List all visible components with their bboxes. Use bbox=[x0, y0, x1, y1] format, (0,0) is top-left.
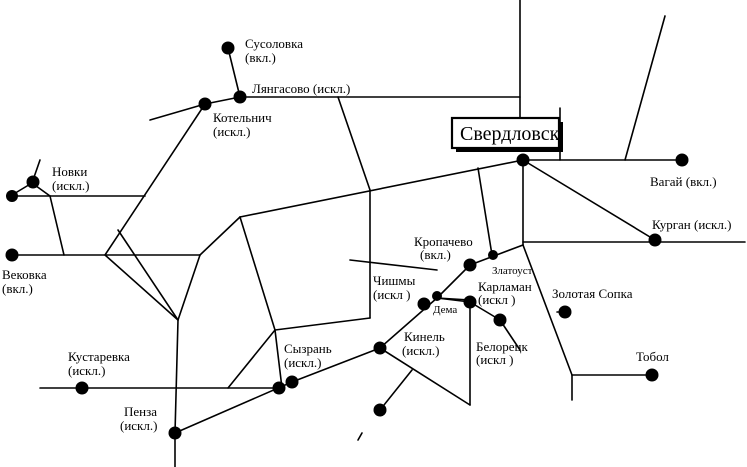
label-kotelnich-note: (искл.) bbox=[213, 124, 250, 139]
label-karlaman: Карламан bbox=[478, 279, 532, 294]
rail-line bbox=[274, 329, 283, 389]
rail-line bbox=[174, 319, 179, 434]
label-kustarevka-note: (искл.) bbox=[68, 363, 105, 378]
station-marker-syzran[interactable] bbox=[285, 375, 299, 389]
label-penza-note: (искл.) bbox=[120, 418, 157, 433]
rail-line bbox=[436, 264, 471, 299]
label-kurgan: Курган (искл.) bbox=[652, 217, 731, 232]
rail-line bbox=[239, 216, 276, 331]
label-chishmy-note: (искл ) bbox=[373, 287, 410, 302]
rail-line bbox=[177, 254, 201, 321]
rail-line bbox=[522, 159, 656, 241]
label-susolovka: Сусоловка bbox=[245, 36, 303, 51]
station-marker-kropachevo[interactable] bbox=[463, 258, 477, 272]
label-lyangasovo: Лянгасово (искл.) bbox=[252, 81, 350, 96]
station-marker-syzran-west[interactable] bbox=[272, 381, 286, 395]
label-beloretsk-note: (искл ) bbox=[476, 352, 513, 367]
label-kotelnich: Котельнич bbox=[213, 110, 272, 125]
label-vekovka-note: (вкл.) bbox=[2, 281, 33, 296]
rail-line bbox=[349, 259, 438, 271]
label-kustarevka: Кустаревка bbox=[68, 349, 130, 364]
station-marker-novki[interactable] bbox=[26, 175, 40, 189]
station-marker-chishmy[interactable] bbox=[417, 297, 431, 311]
label-vagai: Вагай (вкл.) bbox=[650, 174, 717, 189]
rail-line bbox=[199, 216, 241, 256]
label-beloretsk: Белорецк bbox=[476, 339, 528, 354]
station-marker-vagai[interactable] bbox=[675, 153, 689, 167]
station-marker-dema[interactable] bbox=[432, 291, 442, 301]
rail-line bbox=[624, 15, 666, 161]
rail-line bbox=[379, 347, 471, 406]
station-marker-kustarevka[interactable] bbox=[75, 381, 89, 395]
label-kinel-note: (искл.) bbox=[402, 343, 439, 358]
rail-line bbox=[522, 244, 573, 376]
label-novki: Новки bbox=[52, 164, 87, 179]
station-marker-kinel-south[interactable] bbox=[373, 403, 387, 417]
station-marker-beloretsk[interactable] bbox=[493, 313, 507, 327]
label-dema: Дема bbox=[433, 304, 457, 316]
label-chishmy: Чишмы bbox=[373, 273, 416, 288]
label-kinel: Кинель bbox=[404, 329, 445, 344]
station-labels: Сусоловка (вкл.) Лянгасово (искл.) Котел… bbox=[2, 36, 731, 433]
label-zlatoust: Златоуст bbox=[492, 265, 533, 277]
label-zolotaya-sopka: Золотая Сопка bbox=[552, 286, 633, 301]
station-markers bbox=[5, 41, 689, 440]
label-penza: Пенза bbox=[124, 404, 157, 419]
label-syzran: Сызрань bbox=[284, 341, 332, 356]
label-syzran-note: (искл.) bbox=[284, 355, 321, 370]
station-marker-kinel[interactable] bbox=[373, 341, 387, 355]
label-tobol: Тобол bbox=[636, 349, 669, 364]
rail-line bbox=[104, 103, 206, 256]
station-marker-vekovka[interactable] bbox=[5, 248, 19, 262]
rail-line bbox=[104, 254, 179, 321]
rail-line bbox=[239, 159, 524, 218]
rail-line bbox=[117, 229, 179, 321]
label-vekovka: Вековка bbox=[2, 267, 47, 282]
rail-line bbox=[49, 195, 65, 256]
rail-line bbox=[174, 381, 293, 434]
label-novki-note: (искл.) bbox=[52, 178, 89, 193]
rail-line bbox=[477, 167, 493, 256]
station-marker-zlatoust[interactable] bbox=[488, 250, 498, 260]
rail-line bbox=[291, 347, 381, 383]
rail-line bbox=[274, 317, 371, 331]
station-marker-zolotaya-sopka[interactable] bbox=[558, 305, 572, 319]
rail-line bbox=[357, 432, 363, 441]
station-marker-novki-west[interactable] bbox=[6, 190, 18, 202]
sverdlovsk-city-box[interactable]: Свердловск bbox=[450, 116, 563, 152]
station-marker-kotelnich[interactable] bbox=[198, 97, 212, 111]
label-kropachevo: Кропачево bbox=[414, 234, 473, 249]
station-marker-sverdlovsk[interactable] bbox=[516, 153, 530, 167]
rail-line bbox=[149, 103, 206, 121]
station-marker-karlaman[interactable] bbox=[463, 295, 477, 309]
label-karlaman-note: (искл ) bbox=[478, 292, 515, 307]
rail-line bbox=[227, 329, 276, 389]
rail-line bbox=[337, 96, 371, 191]
city-box-frame bbox=[450, 116, 561, 150]
sverdlovsk-label: Свердловск bbox=[460, 123, 560, 145]
station-marker-susolovka[interactable] bbox=[221, 41, 235, 55]
rail-line bbox=[227, 47, 241, 98]
railway-lines bbox=[11, 0, 746, 467]
label-kropachevo-note: (вкл.) bbox=[420, 247, 451, 262]
label-susolovka-note: (вкл.) bbox=[245, 50, 276, 65]
station-marker-lyangasovo[interactable] bbox=[233, 90, 247, 104]
station-marker-tobol[interactable] bbox=[645, 368, 659, 382]
rail-line bbox=[379, 369, 413, 411]
station-marker-kurgan[interactable] bbox=[648, 233, 662, 247]
station-marker-penza[interactable] bbox=[168, 426, 182, 440]
